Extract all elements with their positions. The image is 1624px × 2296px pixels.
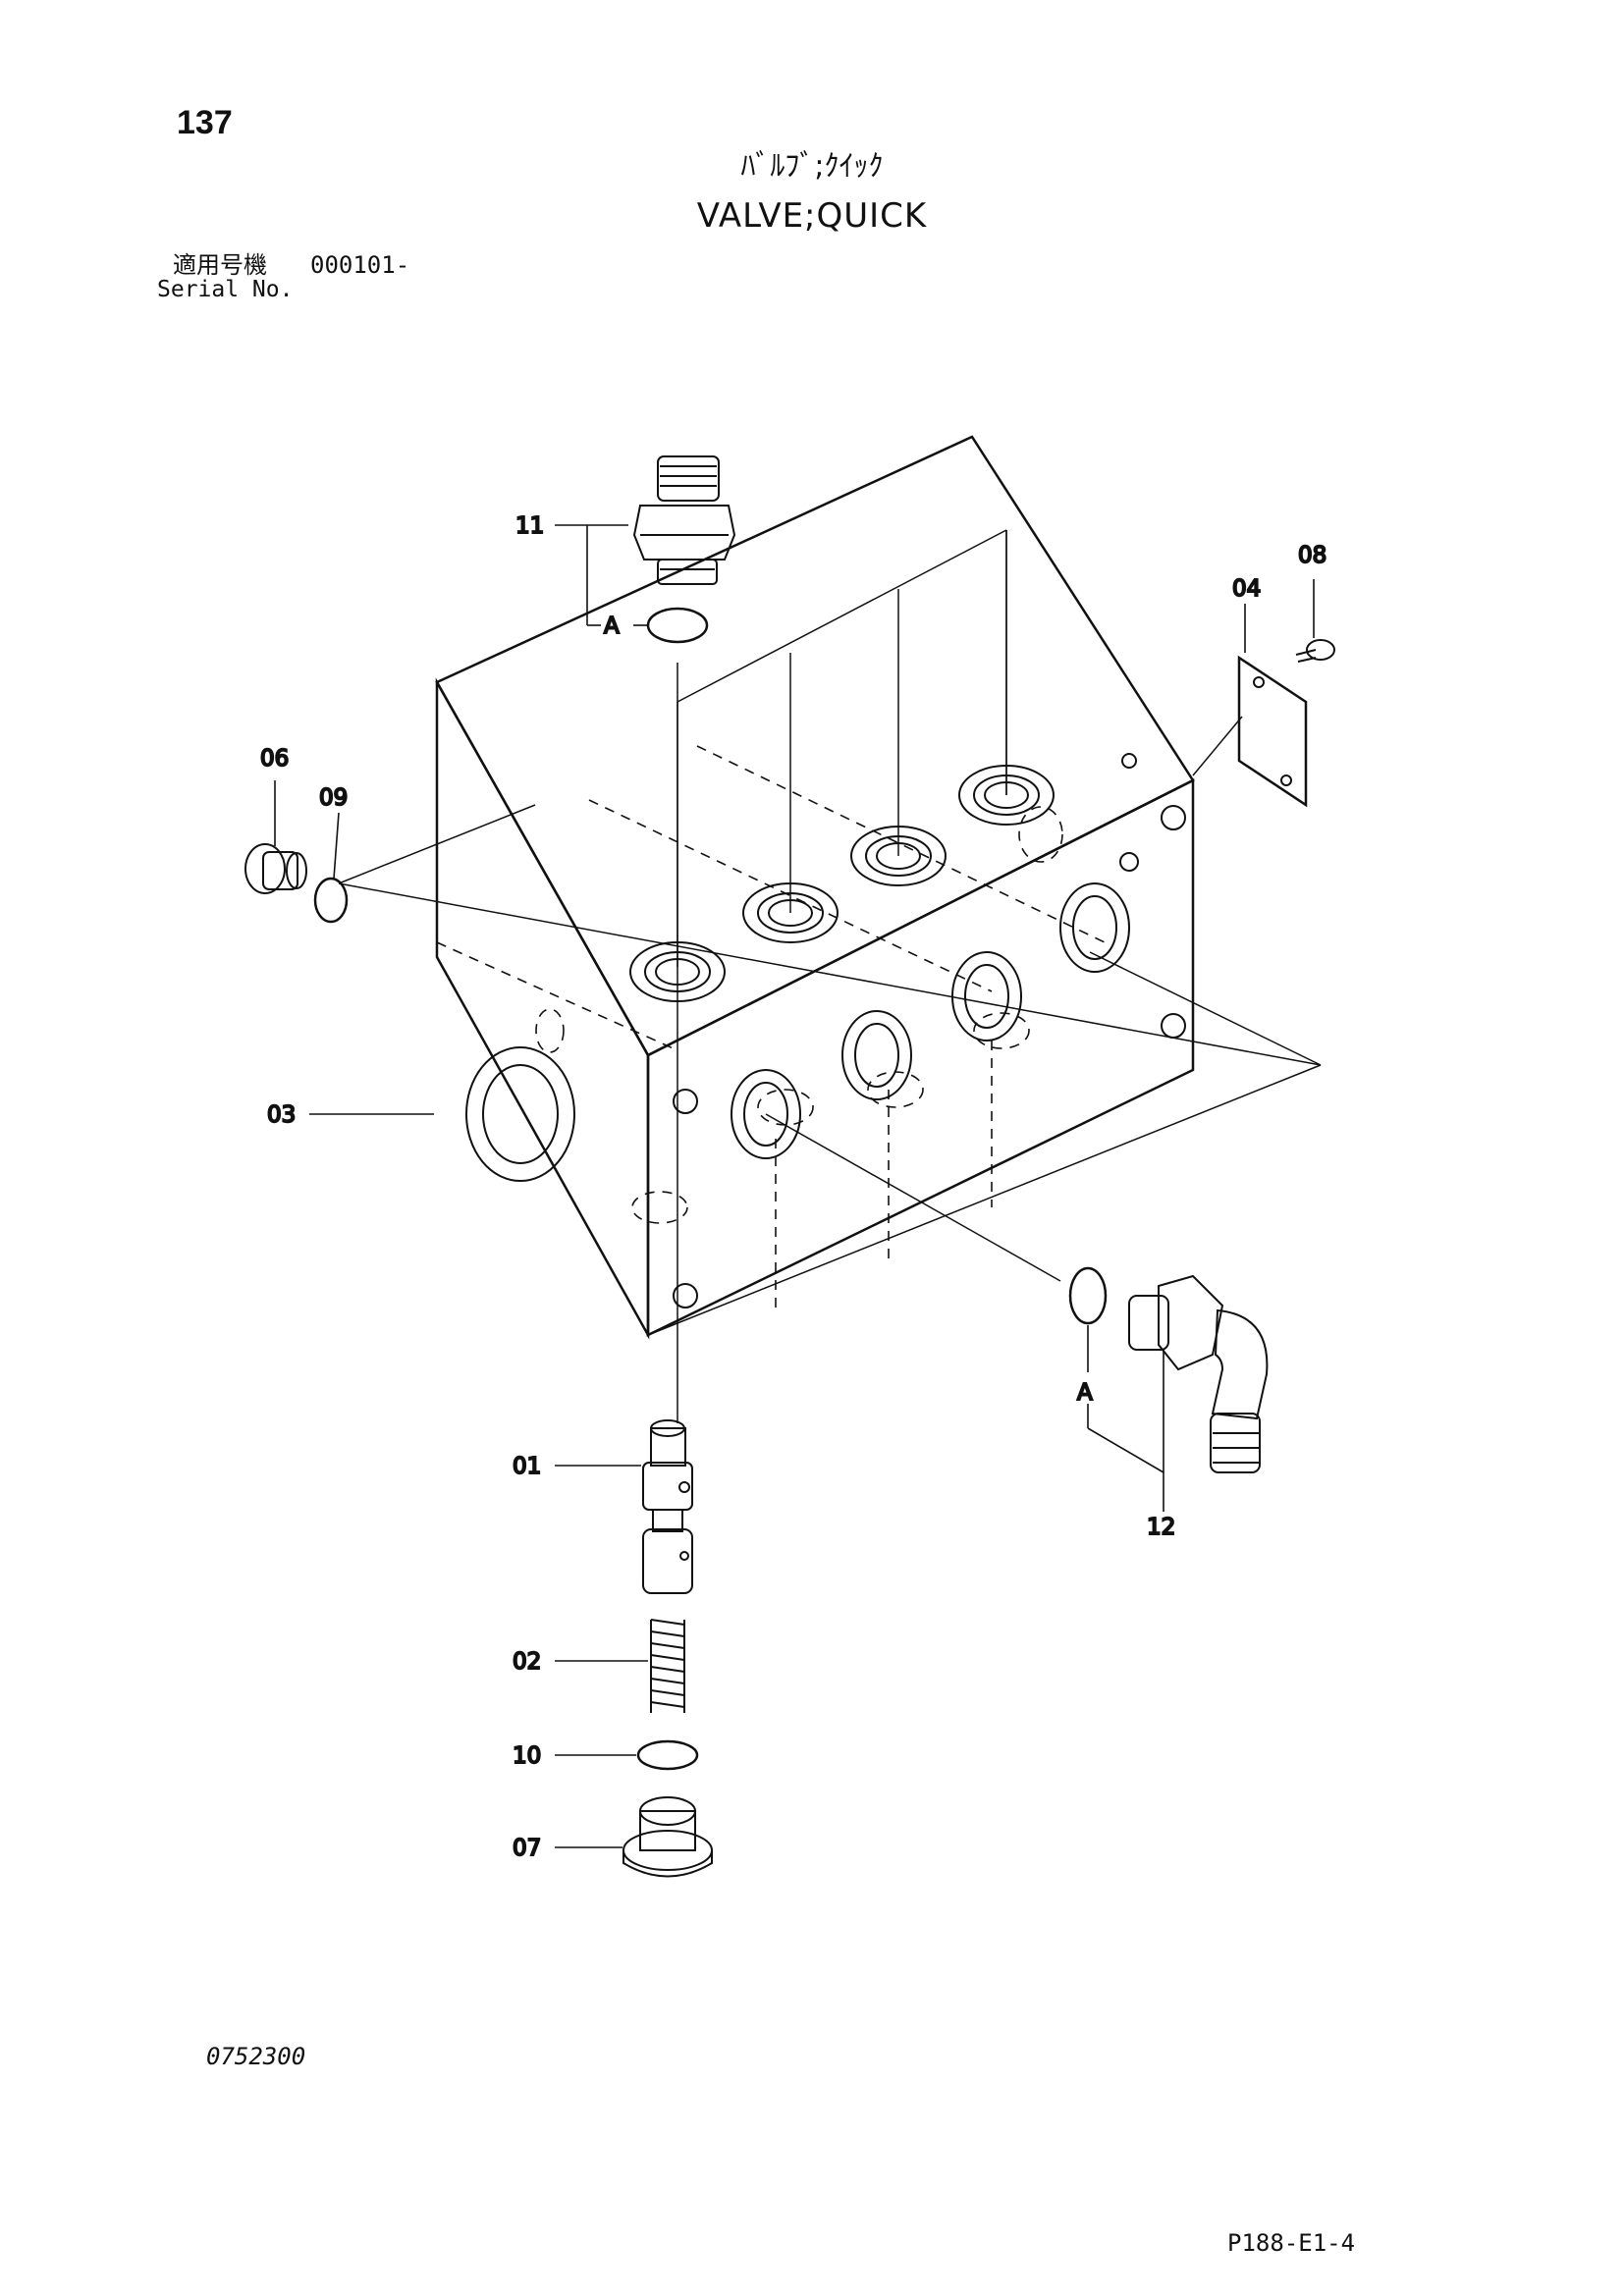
leader-lines: [274, 524, 1315, 1848]
callout-a-bottom: A: [1077, 1380, 1093, 1406]
callout-02: 02: [513, 1649, 541, 1675]
plug-left: [244, 843, 307, 894]
fitting-top: [632, 455, 736, 585]
elbow-fitting: [1128, 1274, 1269, 1473]
o-ring-bottom: [636, 1739, 699, 1771]
valve-block: [435, 435, 1195, 1340]
serial-value: 000101-: [310, 251, 410, 279]
serial-label-english: Serial No.: [157, 277, 294, 302]
callout-11: 11: [515, 513, 544, 539]
callout-12: 12: [1147, 1515, 1175, 1540]
page-number: 137: [177, 104, 233, 141]
callout-04: 04: [1232, 576, 1261, 602]
callout-03: 03: [267, 1102, 296, 1128]
callout-09: 09: [319, 785, 348, 811]
o-ring-a-bottom: [1068, 1266, 1108, 1325]
callout-06: 06: [260, 746, 289, 772]
spool: [642, 1419, 693, 1594]
title-japanese: ﾊﾞﾙﾌﾞ;ｸｲｯｸ: [740, 149, 884, 184]
callout-a-top: A: [604, 614, 620, 639]
page-reference: P188-E1-4: [1227, 2229, 1356, 2257]
callout-01: 01: [513, 1454, 541, 1479]
callout-10: 10: [513, 1743, 541, 1769]
callout-07: 07: [513, 1836, 541, 1861]
projection-lines: [338, 529, 1322, 1423]
screw: [1295, 639, 1335, 663]
title-english: VALVE;QUICK: [696, 196, 928, 236]
plug-bottom: [623, 1796, 713, 1878]
spring: [650, 1619, 685, 1713]
plate: [1237, 655, 1308, 808]
figure-number: 0752300: [206, 2043, 306, 2070]
o-ring-a-top: [646, 607, 709, 644]
serial-label-japanese: 適用号機: [173, 251, 267, 279]
o-ring-left: [313, 877, 349, 924]
callout-08: 08: [1298, 543, 1326, 568]
